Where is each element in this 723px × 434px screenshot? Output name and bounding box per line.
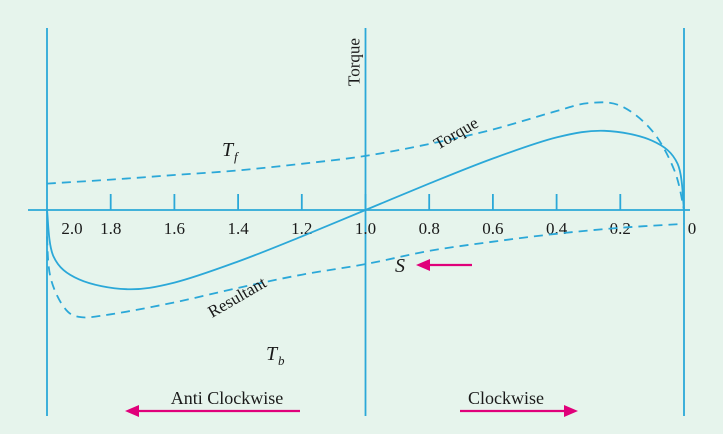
x-tick-label-8: 0.4 <box>546 219 568 238</box>
x-tick-label-0: 2.0 <box>61 219 82 238</box>
x-tick-label-10: 0 <box>688 219 697 238</box>
tb-label: T <box>266 343 279 365</box>
x-tick-label-4: 1.2 <box>291 219 312 238</box>
x-tick-label-3: 1.4 <box>227 219 249 238</box>
clockwise-label: Clockwise <box>468 388 544 408</box>
anti-clockwise-arrow-head <box>125 405 139 417</box>
x-tick-label-1: 1.8 <box>100 219 121 238</box>
clockwise-arrow-head <box>564 405 578 417</box>
arrows-group <box>125 259 578 417</box>
torque-axis-label: Torque <box>345 38 364 86</box>
axes-group: 2.0 1.8 1.6 1.4 1.2 1.0 0.8 0.6 0.4 0.2 0 <box>28 28 696 416</box>
tf-subscript: f <box>234 149 240 164</box>
series-tf-curve <box>46 101 685 211</box>
x-tick-label-6: 0.8 <box>419 219 440 238</box>
tf-label: T <box>222 139 235 161</box>
tb-subscript: b <box>278 353 285 368</box>
slip-label: S <box>395 255 405 277</box>
series-tb-curve <box>46 223 685 319</box>
x-tick-label-5: 1.0 <box>355 219 376 238</box>
slip-arrow-head <box>416 259 430 271</box>
anti-clockwise-label: Anti Clockwise <box>171 388 284 408</box>
series-resultant-curve <box>46 129 685 291</box>
series-group <box>46 101 685 319</box>
x-tick-label-2: 1.6 <box>164 219 185 238</box>
x-tick-label-7: 0.6 <box>482 219 503 238</box>
x-tick-label-9: 0.2 <box>610 219 631 238</box>
